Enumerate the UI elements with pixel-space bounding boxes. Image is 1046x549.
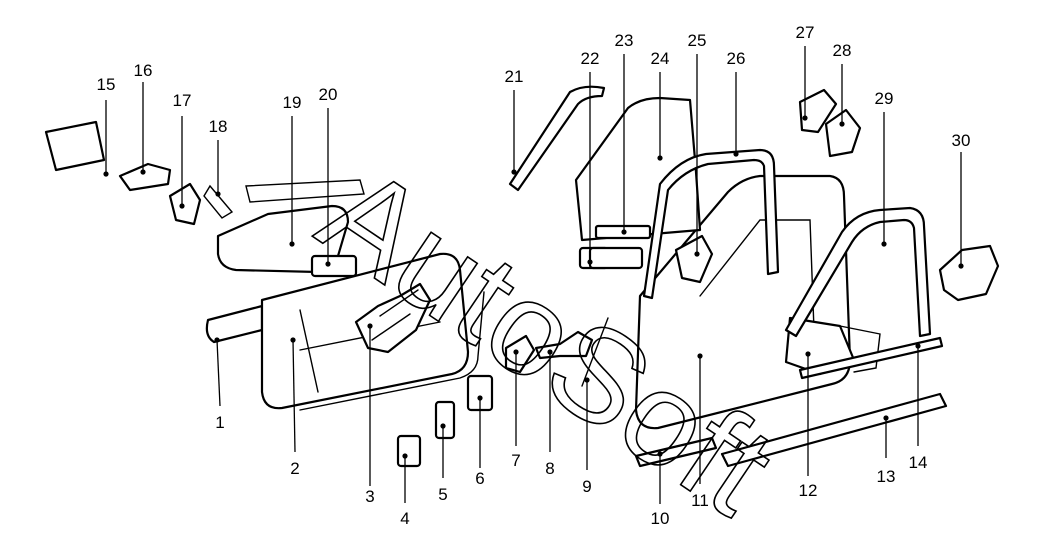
callout-5: 5 <box>438 485 447 504</box>
callout-12: 12 <box>799 481 818 500</box>
part-channel-29 <box>784 206 932 338</box>
leader-dots <box>103 115 964 459</box>
callout-26: 26 <box>727 49 746 68</box>
callout-19: 19 <box>283 93 302 112</box>
callout-8: 8 <box>545 459 554 478</box>
part-window-regulator <box>354 282 432 354</box>
callout-20: 20 <box>319 85 338 104</box>
callout-22: 22 <box>581 49 600 68</box>
leader-lines <box>105 46 962 504</box>
part-hinge <box>674 234 714 284</box>
part-lower-strip <box>634 436 718 468</box>
parts-drawing <box>44 85 1000 468</box>
callout-4: 4 <box>400 509 409 528</box>
part-16 <box>118 162 172 192</box>
callout-2: 2 <box>290 459 299 478</box>
part-17 <box>168 182 202 226</box>
part-rod <box>581 317 609 387</box>
part-bracket-5 <box>434 400 456 440</box>
part-bracket-7 <box>504 334 536 374</box>
part-trim <box>798 336 944 380</box>
callout-14: 14 <box>909 453 928 472</box>
callout-21: 21 <box>505 67 524 86</box>
callout-23: 23 <box>615 31 634 50</box>
part-lock <box>938 244 1000 302</box>
callout-24: 24 <box>651 49 670 68</box>
part-door-seal <box>299 291 485 411</box>
callout-18: 18 <box>209 117 228 136</box>
callout-29: 29 <box>875 89 894 108</box>
part-switch <box>44 120 106 172</box>
callout-9: 9 <box>582 477 591 496</box>
callout-25: 25 <box>688 31 707 50</box>
part-side-molding <box>205 304 264 344</box>
callout-1: 1 <box>215 413 224 432</box>
callout-17: 17 <box>173 91 192 110</box>
callout-15: 15 <box>97 75 116 94</box>
callout-13: 13 <box>877 467 896 486</box>
callout-6: 6 <box>475 469 484 488</box>
part-sill <box>720 392 948 468</box>
part-weatherstrip <box>508 85 606 192</box>
callout-28: 28 <box>833 41 852 60</box>
callout-16: 16 <box>134 61 153 80</box>
part-run-channel <box>642 148 780 300</box>
callout-30: 30 <box>952 131 971 150</box>
part-28 <box>824 108 862 158</box>
callout-7: 7 <box>511 451 520 470</box>
part-27 <box>798 88 838 134</box>
callout-11: 11 <box>691 491 709 510</box>
callout-numbers: 1 2 3 4 5 6 7 8 9 10 11 12 13 14 15 16 1… <box>97 23 971 528</box>
callout-27: 27 <box>796 23 815 42</box>
callout-10: 10 <box>651 509 670 528</box>
part-bracket-4 <box>396 434 422 468</box>
part-20 <box>310 254 358 278</box>
part-18 <box>203 184 234 219</box>
callout-3: 3 <box>365 487 374 506</box>
